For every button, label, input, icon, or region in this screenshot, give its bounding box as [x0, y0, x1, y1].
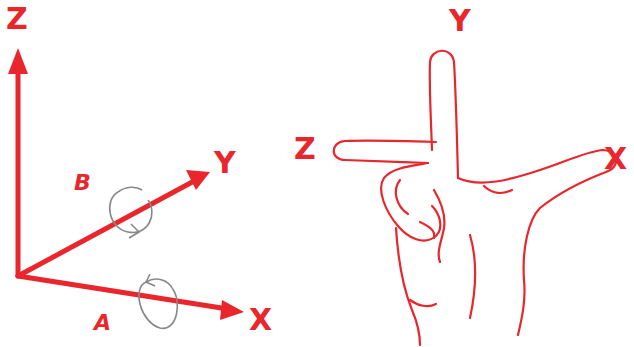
- axes: [18, 68, 228, 309]
- rotation-arrow: [118, 187, 142, 192]
- crease: [484, 186, 512, 193]
- arrowhead: [186, 170, 210, 190]
- palm-line: [470, 235, 475, 318]
- rotation-arrow-head: [129, 224, 139, 238]
- arrowhead: [220, 300, 244, 320]
- axis-label: Y: [449, 6, 471, 36]
- axis-label: X: [249, 305, 272, 335]
- arrowhead: [8, 48, 28, 74]
- palm-line: [410, 300, 436, 306]
- palm-edge: [396, 228, 420, 345]
- rotation-symbols: [110, 187, 178, 328]
- rotation-label: A: [94, 312, 111, 334]
- ring-finger-line: [396, 180, 408, 214]
- rotation-arrow: [110, 192, 152, 232]
- fingernail: [420, 222, 434, 238]
- rotation-arrow: [139, 282, 177, 328]
- pinky: [434, 190, 444, 262]
- index-finger: [430, 51, 458, 178]
- hand: [334, 51, 616, 345]
- thumb: [458, 150, 616, 335]
- y-axis: [18, 180, 196, 276]
- axis-label: Z: [294, 134, 316, 164]
- middle-finger: [334, 141, 436, 163]
- axis-label: X: [604, 144, 627, 174]
- axis-label: Z: [6, 4, 28, 34]
- axis-label: Y: [214, 148, 236, 178]
- x-axis: [18, 276, 228, 309]
- arrowheads: [8, 48, 244, 320]
- rotation-label: B: [74, 172, 91, 194]
- z-axis: [16, 68, 21, 276]
- rotation-arrow-head: [146, 274, 155, 286]
- ring-finger: [381, 163, 440, 241]
